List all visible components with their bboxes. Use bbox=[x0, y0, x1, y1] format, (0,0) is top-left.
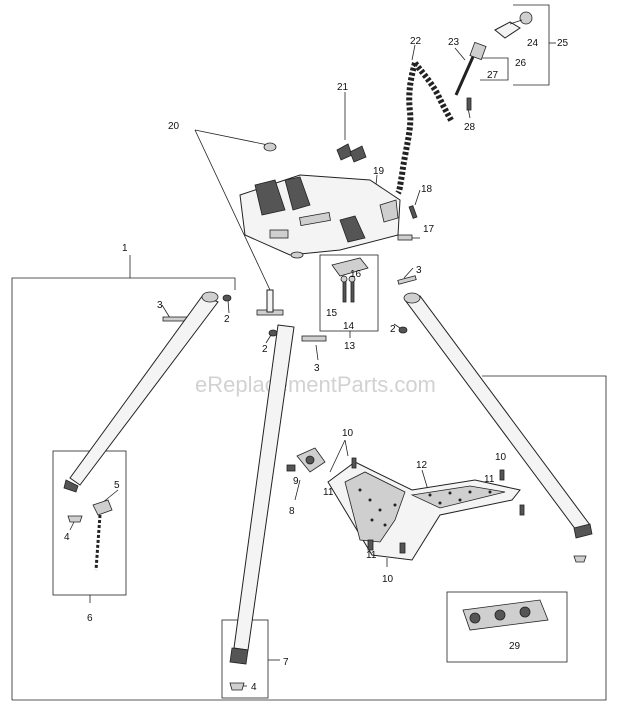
chain-part bbox=[395, 62, 418, 195]
chain-part-tail bbox=[412, 61, 455, 124]
callout-label: 18 bbox=[421, 184, 433, 195]
chain-hook-part bbox=[92, 499, 113, 571]
nut-2c-part bbox=[398, 326, 408, 334]
callout-label: 25 bbox=[557, 38, 569, 49]
assembly-bracket-25 bbox=[513, 4, 556, 86]
handle-knob-part bbox=[494, 11, 533, 39]
callout-label: 17 bbox=[423, 224, 435, 235]
callout-label: 20 bbox=[168, 121, 180, 132]
callout-label: 23 bbox=[448, 37, 460, 48]
nut-2b-part bbox=[268, 329, 278, 337]
leader-lines bbox=[69, 44, 471, 687]
callout-label: 12 bbox=[416, 460, 428, 471]
pin-3b-part bbox=[397, 275, 417, 285]
callout-box-14 bbox=[319, 254, 379, 332]
right-leg-part bbox=[403, 292, 593, 563]
callout-label: 3 bbox=[157, 300, 163, 311]
callout-label: 10 bbox=[342, 428, 354, 439]
callout-label: 26 bbox=[515, 58, 527, 69]
callout-labels: 1 2 2 2 3 3 3 4 4 5 6 7 8 9 10 10 10 11 … bbox=[64, 36, 569, 693]
callout-label: 11 bbox=[484, 474, 495, 485]
callout-label: 10 bbox=[495, 452, 507, 463]
foot-4a-part bbox=[67, 515, 83, 523]
callout-label: 11 bbox=[366, 550, 377, 561]
callout-box-29 bbox=[446, 591, 568, 663]
assembly-bracket-26 bbox=[480, 57, 509, 81]
callout-label: 24 bbox=[527, 38, 539, 49]
nut-2a-part bbox=[222, 294, 232, 302]
callout-label: 28 bbox=[464, 122, 476, 133]
middle-leg-part bbox=[229, 324, 295, 665]
jaws-part bbox=[336, 143, 367, 163]
left-leg-part bbox=[63, 291, 219, 493]
pin-13-part bbox=[301, 335, 327, 342]
callout-label: 27 bbox=[487, 70, 499, 81]
pin-28-part bbox=[466, 97, 472, 111]
callout-label: 4 bbox=[251, 682, 257, 693]
callout-label: 13 bbox=[344, 341, 356, 352]
callout-label: 10 bbox=[382, 574, 394, 585]
callout-label: 2 bbox=[224, 314, 230, 325]
hook-rod-part bbox=[454, 49, 478, 96]
watermark-text: eReplacementParts.com bbox=[195, 372, 436, 397]
pin-18-part bbox=[408, 205, 418, 219]
callout-label: 6 bbox=[87, 613, 93, 624]
callout-label: 5 bbox=[114, 480, 120, 491]
yoke-assembly-part bbox=[331, 257, 369, 303]
pin-3a-part bbox=[162, 316, 188, 322]
callout-label: 11 bbox=[323, 487, 334, 498]
callout-label: 4 bbox=[64, 532, 70, 543]
assembly-bracket-1 bbox=[11, 255, 607, 701]
callout-label: 14 bbox=[343, 321, 355, 332]
base-frame-part bbox=[327, 457, 525, 561]
callout-label: 9 bbox=[293, 476, 299, 487]
callout-label: 22 bbox=[410, 36, 422, 47]
callout-label: 2 bbox=[262, 344, 268, 355]
handle-cap-part bbox=[469, 41, 487, 61]
nut-20-part bbox=[263, 142, 277, 152]
callout-label: 15 bbox=[326, 308, 338, 319]
callout-label: 1 bbox=[122, 243, 128, 254]
callout-label: 29 bbox=[509, 641, 521, 652]
vise-top-plate bbox=[239, 174, 401, 259]
callout-label: 3 bbox=[416, 265, 422, 276]
callout-label: 19 bbox=[373, 166, 385, 177]
callout-label: 2 bbox=[390, 324, 396, 335]
leg-clamp-part bbox=[286, 447, 326, 473]
callout-label: 16 bbox=[350, 269, 362, 280]
callout-label: 8 bbox=[289, 506, 295, 517]
pin-17-part bbox=[397, 234, 413, 241]
t-handle-part bbox=[256, 289, 284, 316]
chain-link-part bbox=[462, 599, 549, 631]
foot-4b-part bbox=[229, 682, 245, 691]
callout-label: 3 bbox=[314, 363, 320, 374]
callout-label: 21 bbox=[337, 82, 349, 93]
callout-label: 7 bbox=[283, 657, 289, 668]
